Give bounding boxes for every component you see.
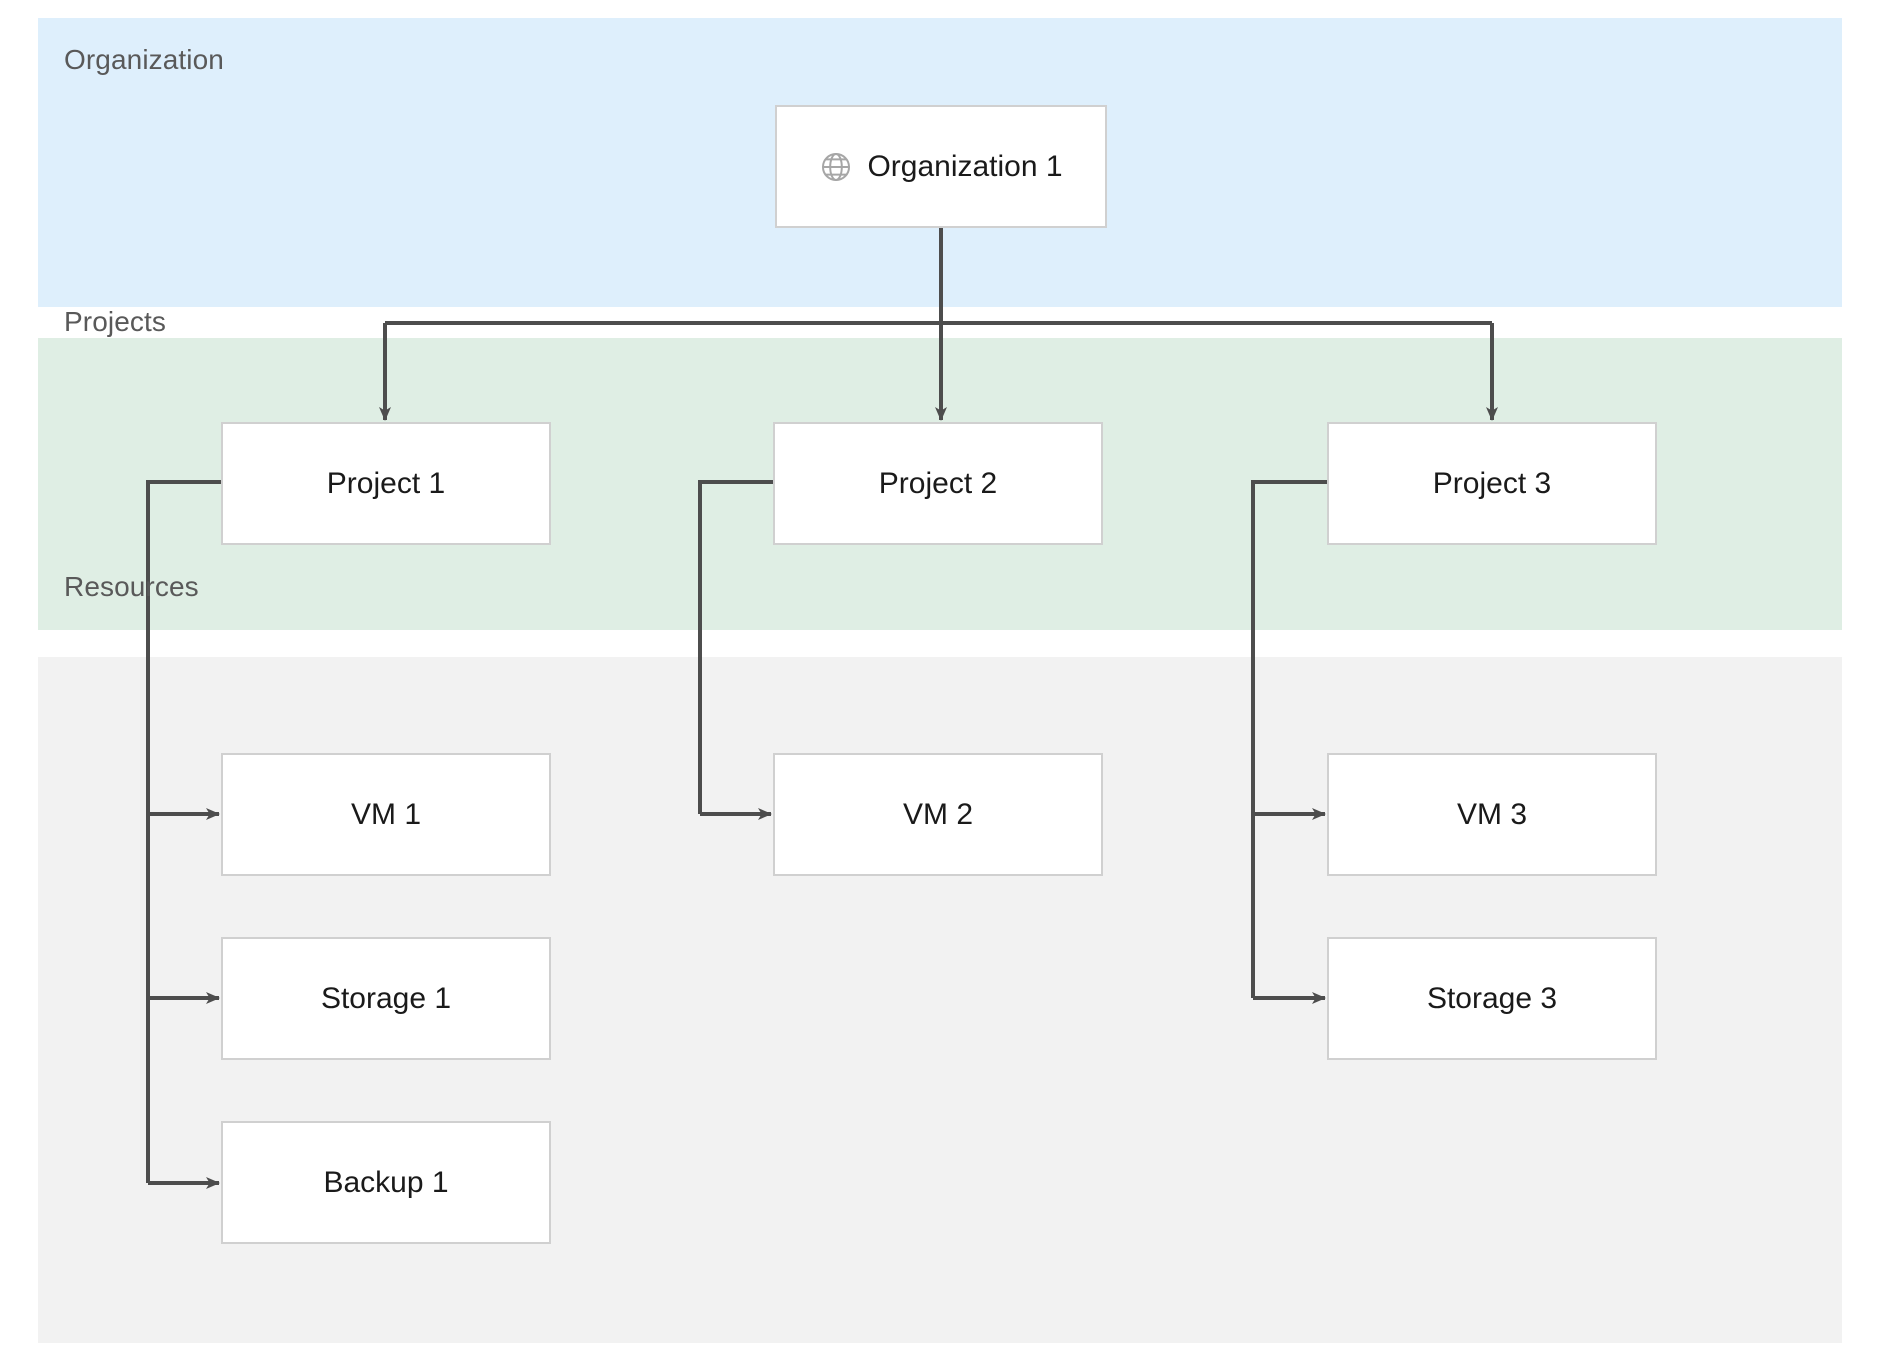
- node-project-2[interactable]: Project 2: [773, 422, 1103, 545]
- node-label: VM 3: [1456, 797, 1528, 831]
- node-label: Storage 3: [1426, 981, 1558, 1015]
- node-organization-1[interactable]: Organization 1: [775, 105, 1107, 228]
- node-label: Project 3: [1432, 466, 1552, 500]
- node-storage-3[interactable]: Storage 3: [1327, 937, 1657, 1060]
- node-backup-1[interactable]: Backup 1: [221, 1121, 551, 1244]
- node-label: Project 1: [326, 466, 446, 500]
- node-project-3[interactable]: Project 3: [1327, 422, 1657, 545]
- node-label: Storage 1: [320, 981, 452, 1015]
- node-vm-2[interactable]: VM 2: [773, 753, 1103, 876]
- node-vm-3[interactable]: VM 3: [1327, 753, 1657, 876]
- node-label: VM 1: [350, 797, 422, 831]
- band-label-organization: Organization: [64, 44, 224, 75]
- band-label-projects: Projects: [64, 306, 166, 337]
- globe-icon: [822, 152, 851, 181]
- band-label-resources: Resources: [64, 571, 199, 602]
- node-label: VM 2: [902, 797, 974, 831]
- node-label: Organization 1: [867, 149, 1063, 183]
- node-vm-1[interactable]: VM 1: [221, 753, 551, 876]
- node-project-1[interactable]: Project 1: [221, 422, 551, 545]
- node-storage-1[interactable]: Storage 1: [221, 937, 551, 1060]
- node-label: Backup 1: [323, 1165, 449, 1199]
- node-label: Project 2: [878, 466, 998, 500]
